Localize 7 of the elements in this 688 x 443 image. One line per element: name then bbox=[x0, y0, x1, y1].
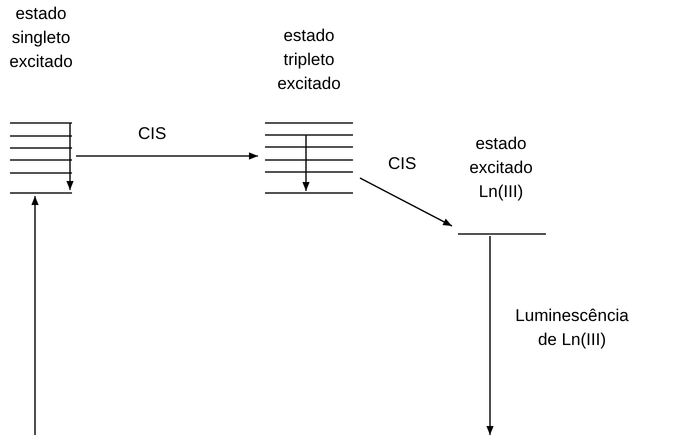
transition-arrow bbox=[360, 177, 452, 227]
state-label: estado singleto excitado bbox=[8, 3, 74, 73]
transition-arrow bbox=[76, 152, 258, 160]
transition-arrow bbox=[486, 236, 494, 435]
state-label: estado excitado Ln(III) bbox=[468, 133, 534, 203]
transition-arrow bbox=[31, 196, 39, 435]
state-label: estado tripleto excitado bbox=[276, 25, 342, 95]
